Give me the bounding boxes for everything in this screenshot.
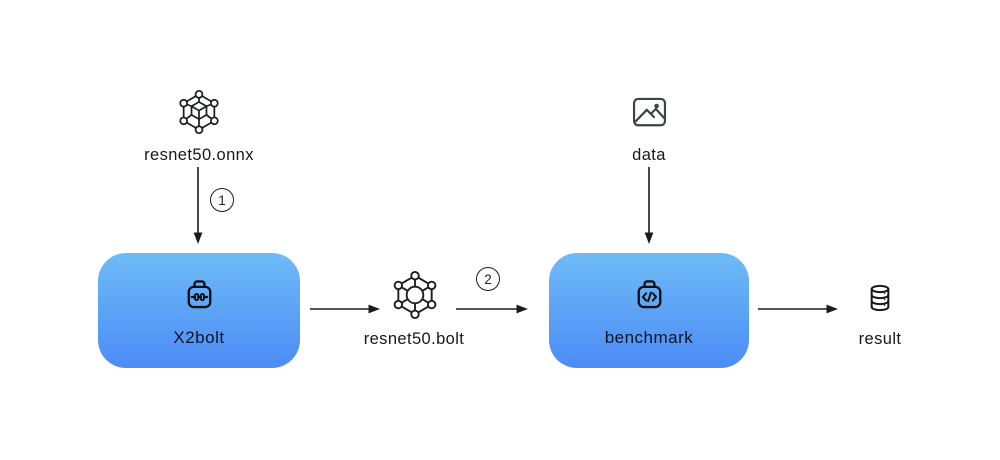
benchmark-box: benchmark xyxy=(549,253,749,368)
benchmark-label: benchmark xyxy=(604,328,694,347)
data-label: data xyxy=(632,146,666,164)
arrow-benchmark-to-result xyxy=(758,304,838,314)
arrow-onnx-to-x2bolt xyxy=(193,167,203,244)
step-2-badge: 2 xyxy=(476,267,500,291)
result-label: result xyxy=(858,330,902,348)
image-icon xyxy=(627,93,672,133)
neural-network-hub-icon xyxy=(390,270,440,320)
onnx-model-label: resnet50.onnx xyxy=(144,146,254,164)
arrow-bolt-to-benchmark xyxy=(456,304,528,314)
toolbox-icon xyxy=(178,273,221,316)
bolt-model-label: resnet50.bolt xyxy=(363,330,465,348)
step-1-badge: 1 xyxy=(210,188,234,212)
arrow-data-to-benchmark xyxy=(644,167,654,244)
neural-network-cube-icon xyxy=(176,89,222,135)
arrow-x2bolt-to-bolt xyxy=(310,304,380,314)
database-icon xyxy=(864,278,896,318)
x2bolt-label: X2bolt xyxy=(173,328,225,347)
x2bolt-box: X2bolt xyxy=(98,253,300,368)
code-case-icon xyxy=(628,273,671,316)
